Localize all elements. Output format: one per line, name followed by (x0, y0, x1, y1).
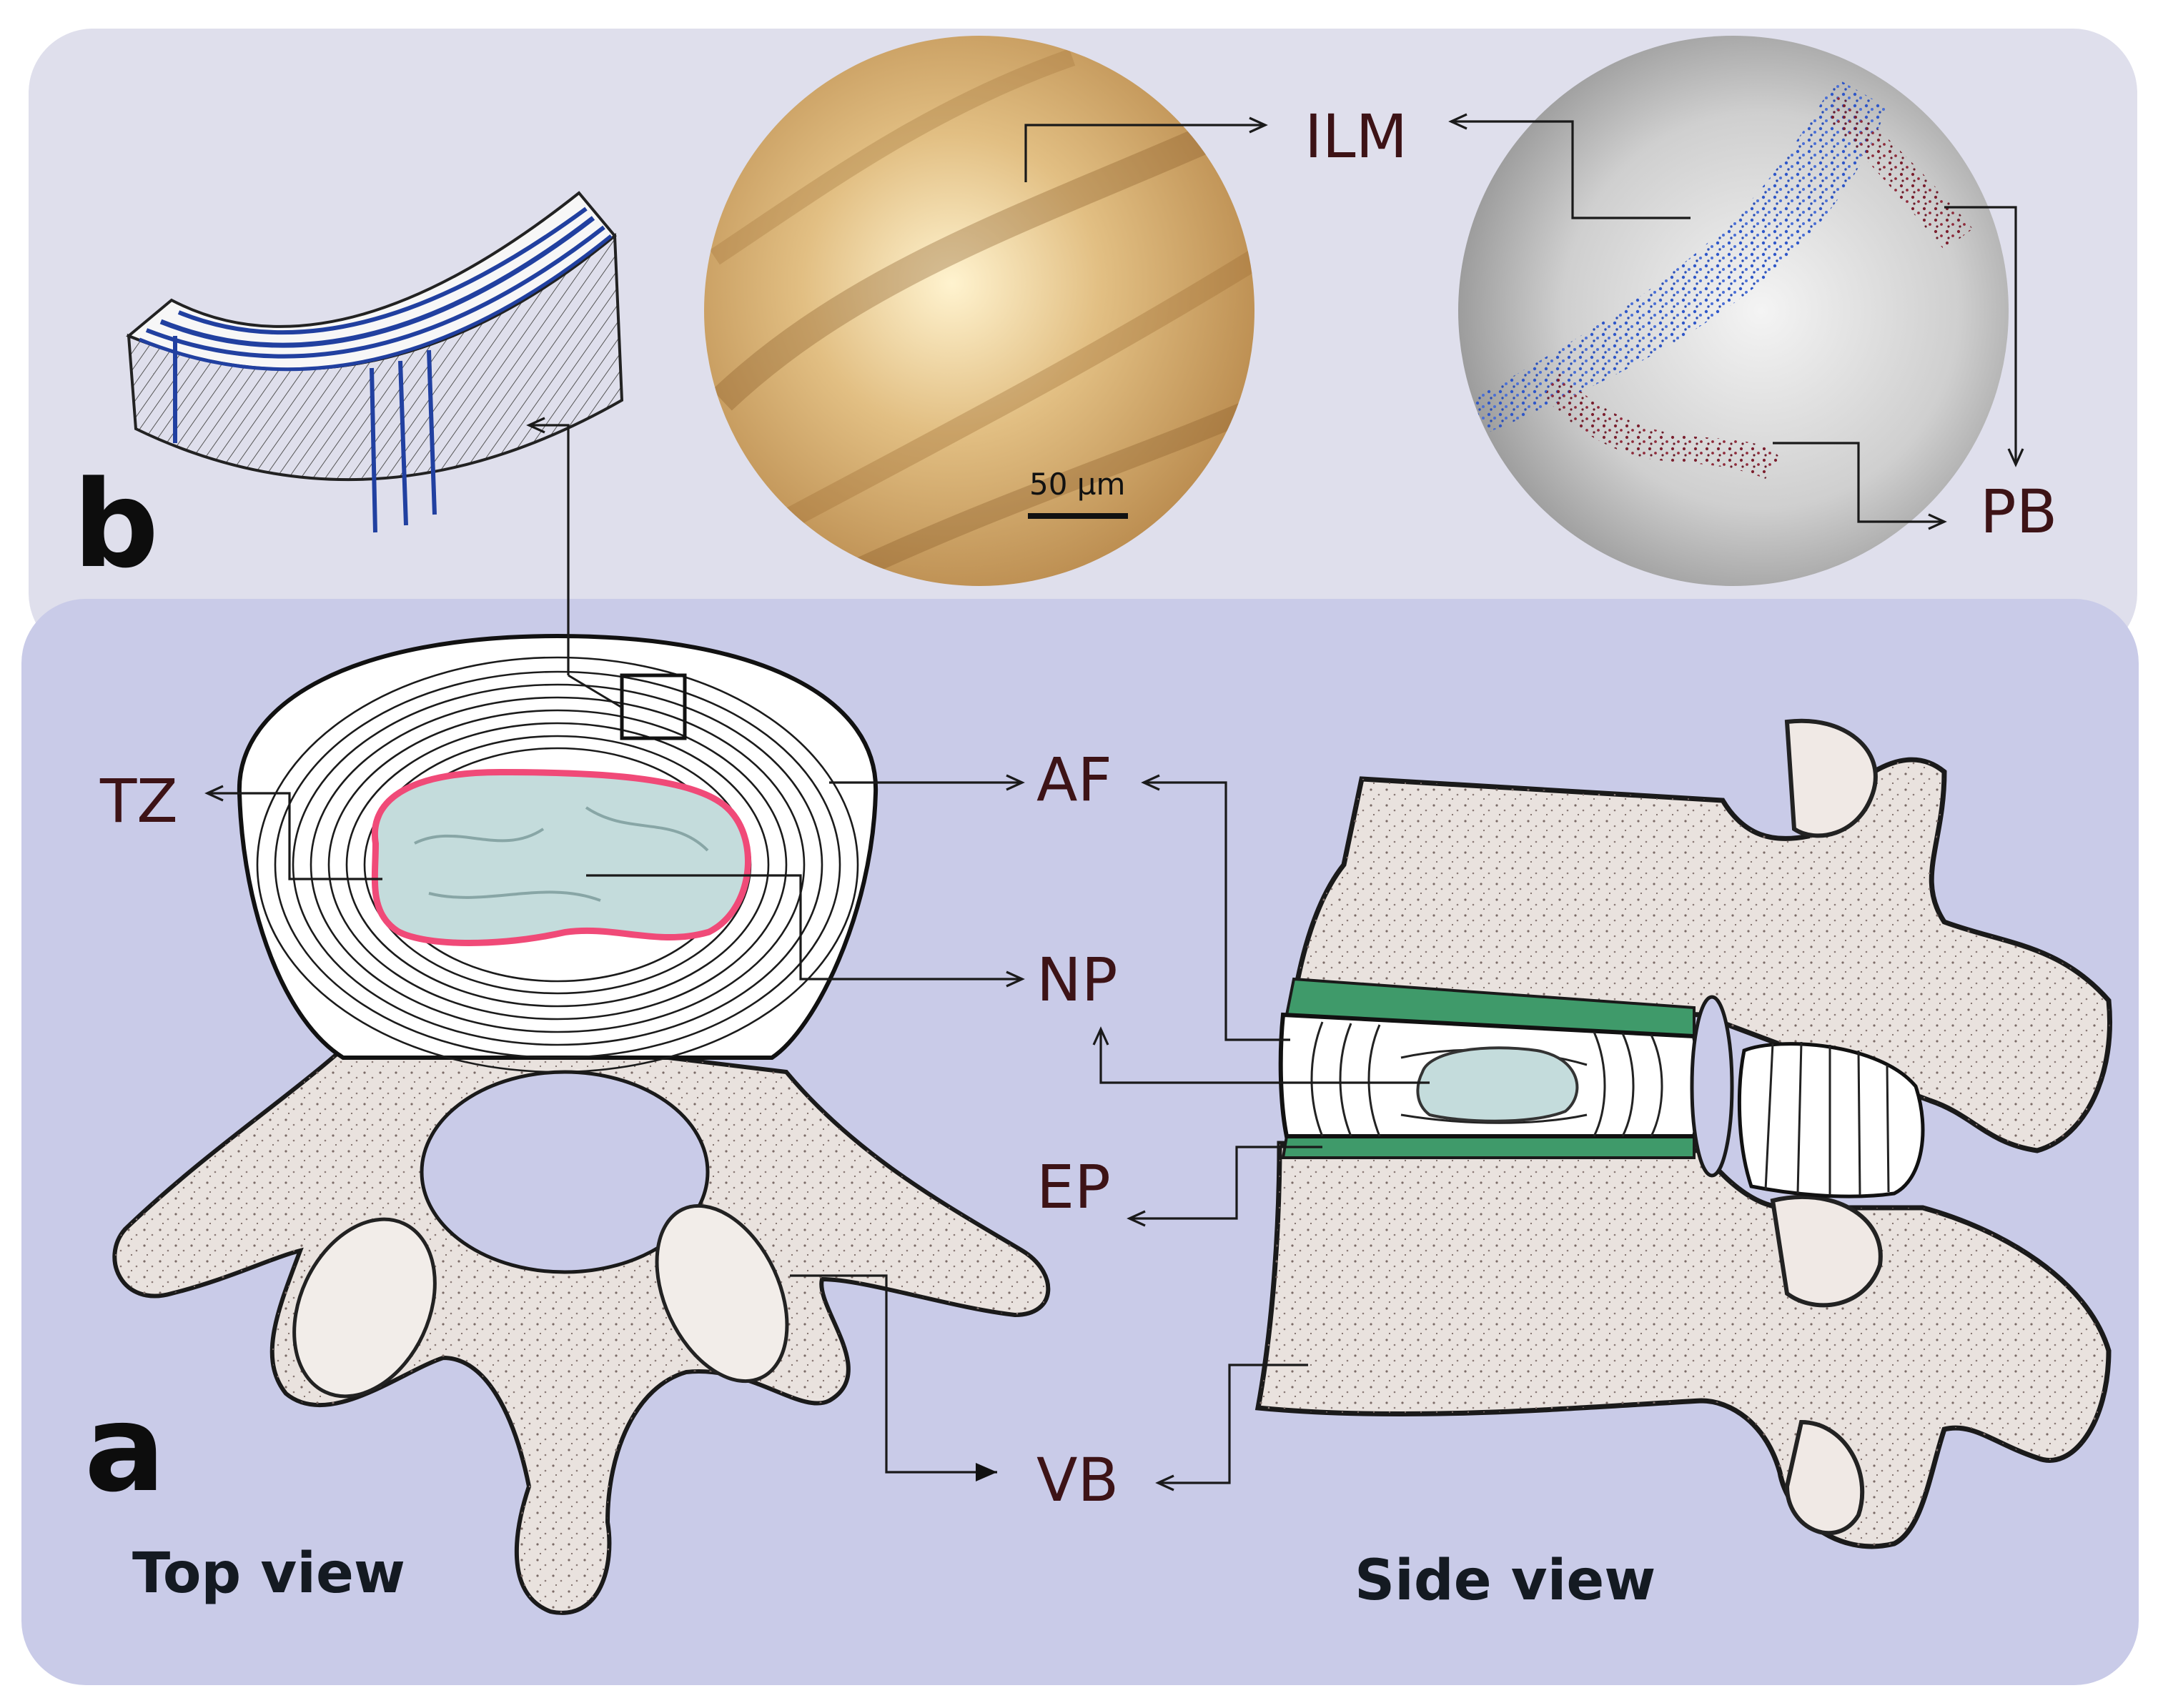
arrow-vb-left (790, 1274, 997, 1481)
scale-bar-label: 50 µm (1029, 467, 1125, 502)
side-view-spine (1254, 718, 2112, 1549)
side-view-caption: Side view (1355, 1549, 1655, 1613)
arrow-pb-top (1944, 206, 2024, 467)
arrow-ep (1127, 1146, 1322, 1227)
label-vb: VB (1036, 1445, 1119, 1515)
arrow-ilm-left (1024, 116, 1268, 182)
arrow-vb-right (1155, 1364, 1308, 1491)
annulus-lamellae-block (126, 191, 624, 533)
label-ep: EP (1036, 1152, 1111, 1222)
arrow-sample-to-block (526, 417, 570, 675)
arrow-tz (204, 785, 382, 880)
top-view-disc (237, 633, 878, 1073)
label-pb: PB (1980, 477, 2057, 547)
top-view-caption: Top view (132, 1541, 405, 1606)
arrow-np-right (1092, 1026, 1430, 1084)
panel-b-letter: b (73, 455, 159, 595)
label-tz: TZ (99, 766, 178, 836)
micrograph-stained (1458, 36, 2009, 586)
endplate-lower (1281, 1135, 1696, 1159)
arrow-ilm-right (1448, 113, 1691, 219)
arrow-np-left (586, 874, 1025, 988)
arrow-pb-bottom (1773, 442, 1947, 530)
label-ilm: ILM (1305, 101, 1407, 172)
panel-a-letter: a (84, 1379, 165, 1519)
label-af: AF (1036, 745, 1112, 815)
nucleus-pulposus-top (377, 775, 746, 940)
arrow-af-right (1141, 774, 1290, 1041)
nucleus-pulposus-side (1416, 1046, 1579, 1123)
top-view-vertebra (112, 1019, 1051, 1615)
micrograph-light (704, 36, 1254, 586)
label-np: NP (1036, 945, 1118, 1015)
